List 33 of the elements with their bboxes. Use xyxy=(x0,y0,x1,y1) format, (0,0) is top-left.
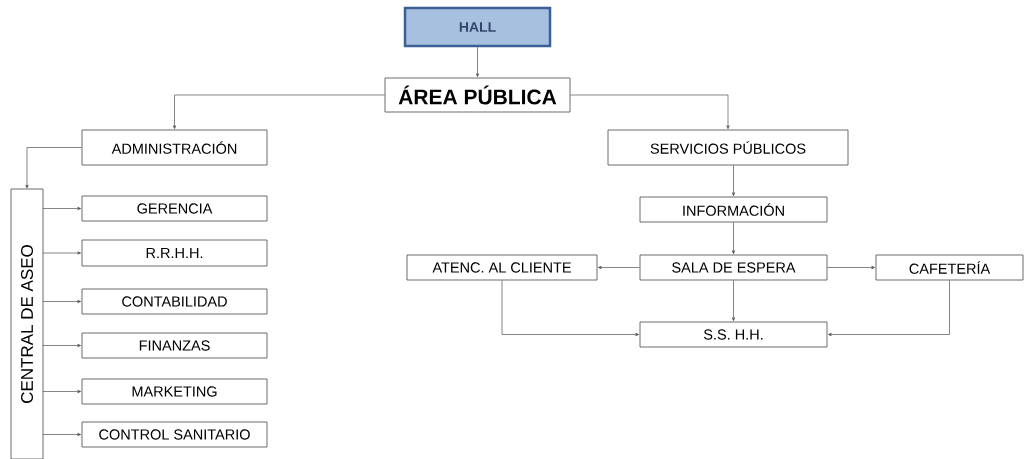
process-box: INFORMACIÓN xyxy=(639,196,828,223)
process-box: SERVICIOS PÚBLICOS xyxy=(607,129,849,166)
arrow xyxy=(172,94,385,129)
arrow xyxy=(25,147,82,189)
process-box: CAFETERÍA xyxy=(875,254,1024,281)
arrow xyxy=(42,389,81,394)
process-box: CONTABILIDAD xyxy=(81,288,268,315)
process-box: ADMINISTRACIÓN xyxy=(81,129,268,166)
process-box: MARKETING xyxy=(81,378,268,405)
area-box: ÁREA PÚBLICA xyxy=(384,77,571,113)
arrow xyxy=(598,265,640,270)
process-box: S.S. H.H. xyxy=(639,321,828,348)
arrow xyxy=(731,280,736,321)
arrow xyxy=(42,206,81,211)
arrow xyxy=(570,94,730,129)
process-box: FINANZAS xyxy=(81,332,268,359)
arrow xyxy=(42,299,81,304)
arrow xyxy=(731,165,736,196)
arrow xyxy=(731,222,736,254)
arrow xyxy=(42,432,81,437)
arrow xyxy=(42,343,81,348)
vertical-box: CENTRAL DE ASEO xyxy=(10,188,44,459)
arrow xyxy=(475,46,480,77)
process-box: CONTROL SANITARIO xyxy=(81,421,268,448)
arrow xyxy=(827,265,875,270)
header-box: HALL xyxy=(403,6,552,48)
arrow xyxy=(501,280,639,337)
process-box: SALA DE ESPERA xyxy=(639,254,828,281)
process-box: R.R.H.H. xyxy=(81,239,268,267)
process-box: ATENC. AL CLIENTE xyxy=(406,254,598,281)
arrow xyxy=(828,280,950,337)
arrow xyxy=(42,251,81,255)
process-box: GERENCIA xyxy=(81,195,268,222)
